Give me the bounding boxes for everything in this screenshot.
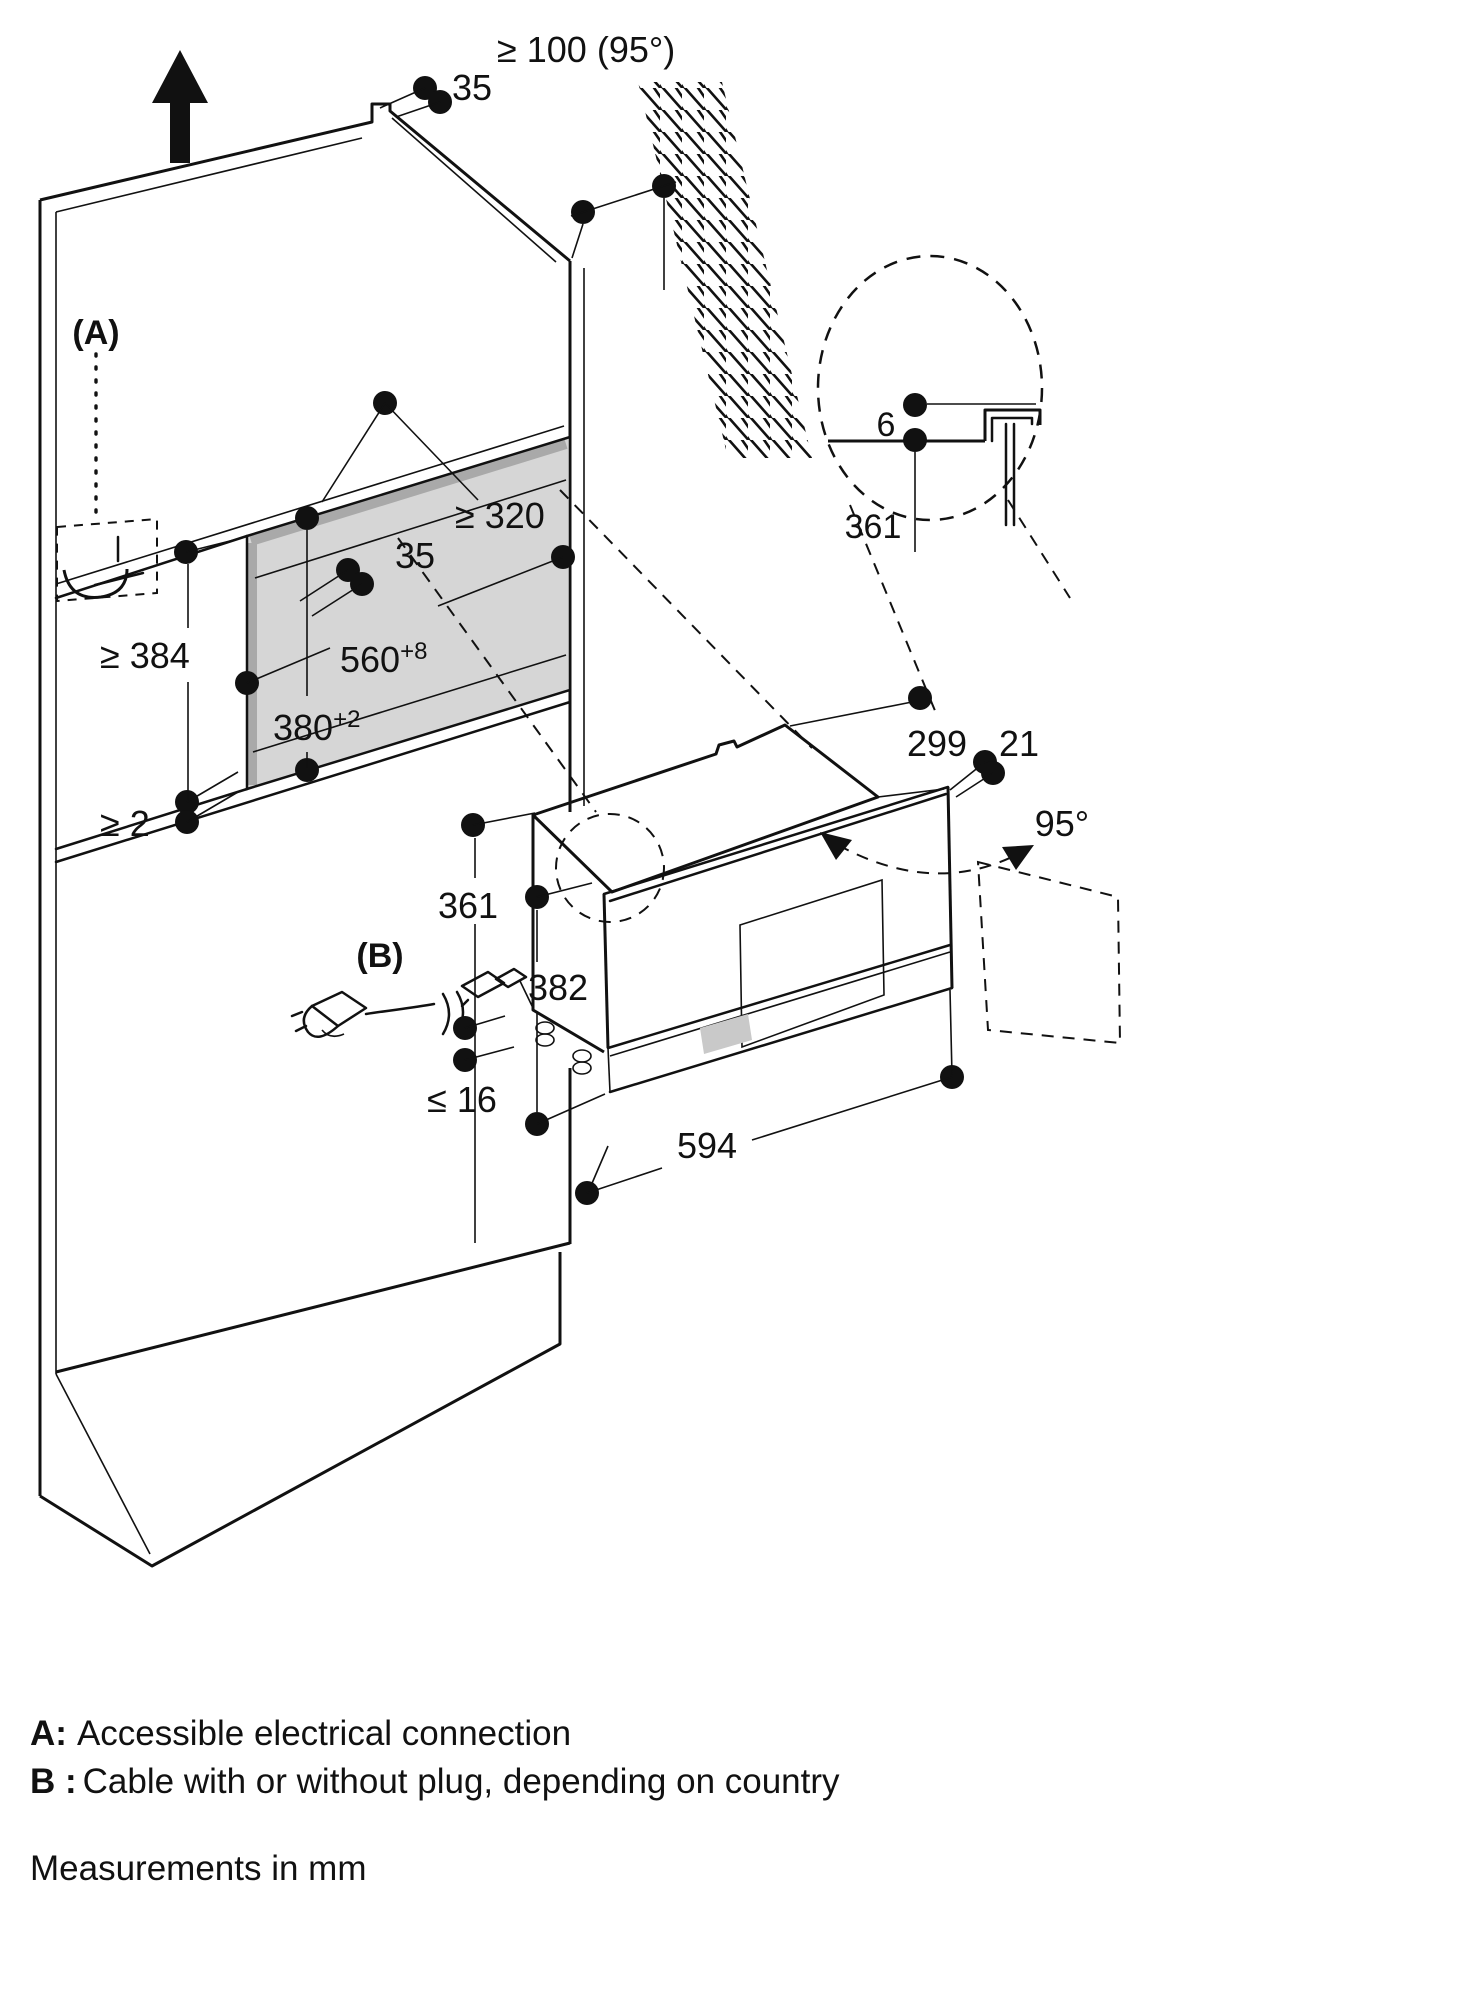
dim-niche-setback: 35 [395, 535, 435, 576]
detail-reference-circle [555, 813, 665, 923]
dim-dot [903, 428, 927, 452]
dim-plinth-recess: ≤ 16 [427, 1079, 497, 1120]
door-direction-arrow-icon [820, 832, 852, 860]
dim-niche-height-tol: +2 [333, 706, 360, 733]
dim-bracket-height: 361 [845, 508, 902, 546]
legend: A: Accessible electrical connection B :Ca… [30, 1714, 840, 1888]
oven-unit [531, 723, 954, 1094]
dim-appliance-width: 594 [677, 1125, 737, 1166]
power-cable [290, 967, 534, 1039]
dim-niche-height: 380+2 [273, 706, 360, 748]
dim-min-height-below: ≥ 384 [100, 635, 190, 676]
legend-units: Measurements in mm [30, 1849, 366, 1888]
dim-dot [903, 393, 927, 417]
legend-text-b: Cable with or without plug, depending on… [83, 1762, 840, 1801]
legend-key-b: B : [30, 1762, 77, 1801]
open-door-projection [820, 832, 1122, 1045]
dim-niche-width-tol: +8 [400, 638, 427, 665]
dimension-lines [185, 87, 994, 1243]
connection-hook-icon [62, 535, 145, 599]
oven-feet [535, 1021, 592, 1075]
swing-arrow-icon [1002, 845, 1034, 870]
dim-appliance-height: 361 [438, 885, 498, 926]
up-arrow-icon [152, 50, 208, 163]
label-a: (A) [72, 314, 119, 352]
electrical-connection-symbol [56, 352, 158, 603]
oven-door-window [739, 878, 885, 1049]
projection-lines [397, 489, 1071, 813]
dim-niche-width: 560+8 [340, 638, 427, 680]
dim-front-height: 382 [528, 967, 588, 1008]
dim-bracket-gap: 6 [877, 406, 896, 444]
door-swing-arc [837, 844, 1013, 875]
legend-key-a: A: [30, 1714, 67, 1753]
dim-top-depth: 299 [907, 723, 967, 764]
bracket-detail: 6 361 [828, 393, 1042, 552]
dim-niche-depth: ≥ 320 [455, 495, 545, 536]
dim-wall-clearance: ≥ 100 (95°) [497, 29, 675, 70]
cable-connector [460, 967, 534, 1009]
legend-line-a: A: Accessible electrical connection [30, 1714, 571, 1753]
bracket-detail-circle: 6 361 [816, 254, 1044, 552]
legend-text-a: Accessible electrical connection [77, 1714, 571, 1753]
wall-hatching [638, 82, 812, 458]
power-plug-icon [290, 990, 368, 1039]
dim-bottom-clearance: ≥ 2 [100, 803, 150, 844]
dim-top-rebate: 35 [452, 67, 492, 108]
tall-cabinet [38, 102, 585, 1568]
legend-line-b: B :Cable with or without plug, depending… [30, 1762, 840, 1801]
dim-door-angle: 95° [1035, 803, 1089, 844]
label-b: (B) [356, 937, 403, 975]
dim-frame-gap: 21 [999, 723, 1039, 764]
rating-badge [700, 1014, 752, 1054]
